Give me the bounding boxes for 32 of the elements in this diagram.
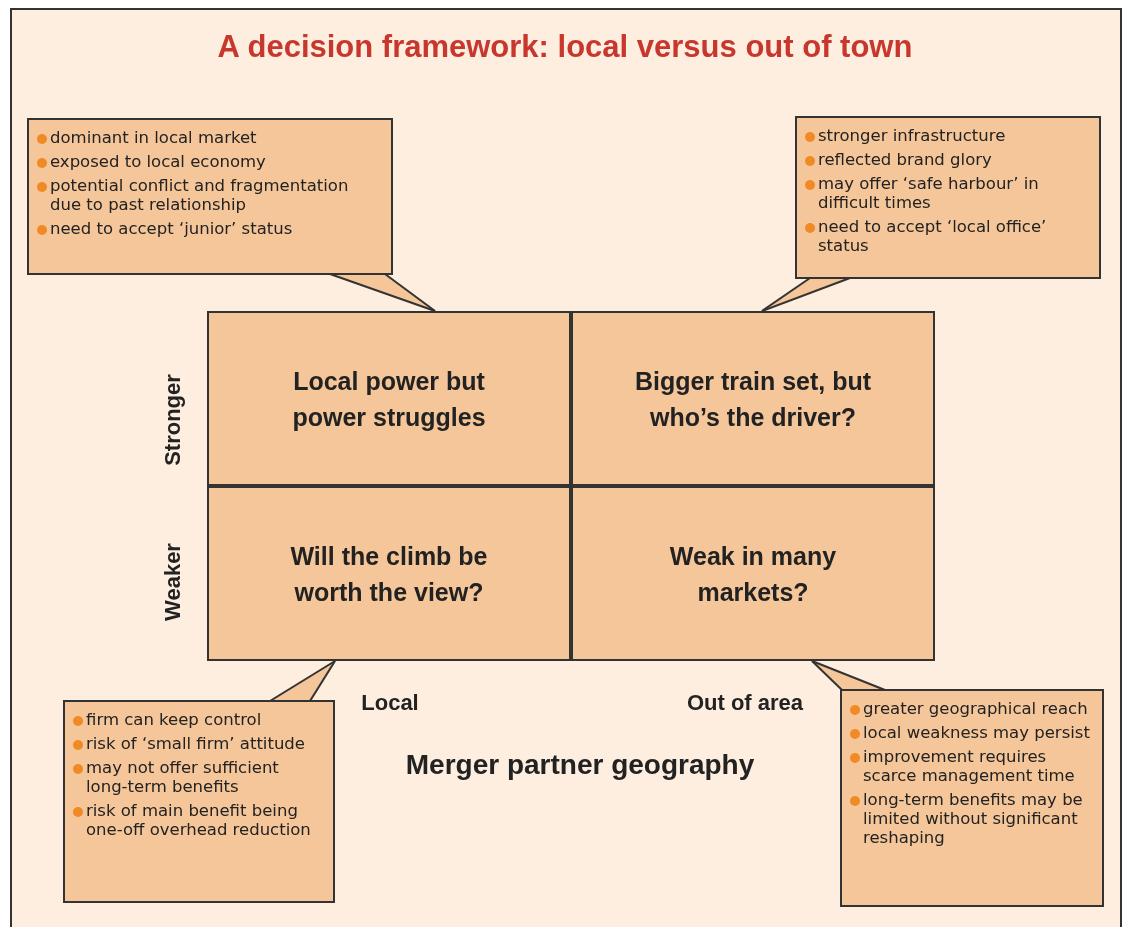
bullet-text: may offer ‘safe harbour’ in difficult times	[818, 174, 1040, 212]
bullet-text: need to accept ‘local office’ status	[818, 217, 1048, 255]
quadrant-title: Local power but power struggles	[291, 365, 487, 433]
axis-label: Weaker	[158, 542, 186, 623]
axis-label: Local	[360, 688, 420, 716]
quadrant-title: Weak in many markets?	[668, 540, 838, 608]
axis-label: Merger partner geography	[404, 748, 756, 782]
bullet-text: long-term benefits may be limited without significant reshaping	[863, 790, 1084, 847]
callout-box	[840, 689, 1104, 907]
bullet-text: potential conflict and fragmentation due to past relationship	[50, 176, 350, 214]
bullet-text: improvement requires scarce management time	[863, 747, 1076, 785]
axis-label: Out of area	[685, 688, 805, 716]
quadrant-title: Will the climb be worth the view?	[289, 540, 489, 608]
quadrant-box	[571, 486, 935, 661]
bullet-text: need to accept ‘junior’ status	[50, 219, 293, 238]
quadrant-box	[207, 486, 571, 661]
callout-box	[795, 116, 1101, 279]
bullet-text: greater geographical reach	[863, 699, 1088, 718]
axis-label: Stronger	[158, 373, 186, 468]
bullet-text: exposed to local economy	[50, 152, 266, 171]
bullet-text: risk of ‘small firm’ attitude	[86, 734, 305, 753]
bullet-text: stronger infrastructure	[818, 126, 1006, 145]
quadrant-title: Bigger train set, but who’s the driver?	[633, 365, 873, 433]
bullet-text: dominant in local market	[50, 128, 257, 147]
bullet-text: may not offer sufficient long-term benefits	[86, 758, 280, 796]
bullet-text: firm can keep control	[86, 710, 262, 729]
bullet-text: risk of main benefit being one-off overhead reduction	[86, 801, 312, 839]
callout-box	[63, 700, 335, 903]
bullet-text: reflected brand glory	[818, 150, 992, 169]
bullet-text: local weakness may persist	[863, 723, 1090, 742]
title: A decision framework: local versus out of town	[216, 28, 914, 66]
callout-box	[27, 118, 393, 275]
